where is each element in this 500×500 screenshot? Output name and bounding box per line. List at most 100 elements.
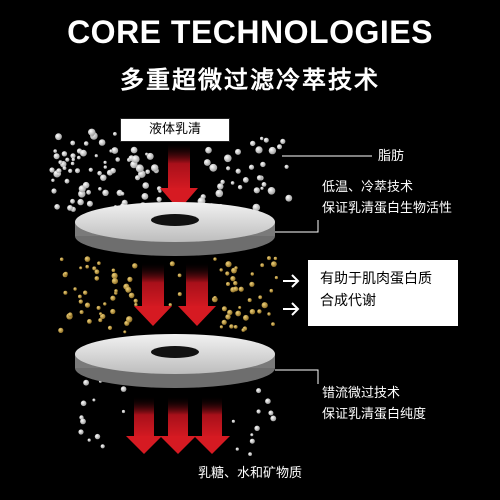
particle bbox=[63, 290, 68, 295]
flow-arrow-3 bbox=[178, 262, 216, 326]
particle bbox=[83, 290, 88, 295]
particle bbox=[261, 302, 268, 309]
particle bbox=[254, 425, 260, 431]
particle bbox=[79, 266, 83, 270]
particle bbox=[78, 299, 83, 304]
particle bbox=[255, 146, 263, 154]
particle bbox=[126, 316, 133, 323]
particle bbox=[221, 319, 227, 325]
flow-arrow-4 bbox=[126, 396, 162, 454]
low-temp-leader-line bbox=[275, 220, 319, 233]
particle bbox=[268, 146, 277, 155]
particle bbox=[83, 141, 89, 146]
particle bbox=[111, 278, 118, 285]
particle bbox=[280, 138, 286, 144]
particle bbox=[87, 319, 92, 324]
particle bbox=[209, 163, 218, 172]
particle bbox=[133, 298, 138, 303]
particle bbox=[135, 164, 144, 173]
particle bbox=[238, 306, 242, 309]
particle bbox=[92, 398, 96, 402]
particle bbox=[156, 196, 162, 202]
particle bbox=[250, 272, 254, 276]
particle bbox=[177, 273, 182, 278]
particle bbox=[217, 183, 224, 190]
particle bbox=[51, 178, 55, 182]
particle bbox=[94, 269, 100, 275]
particle bbox=[256, 409, 261, 414]
particle bbox=[98, 139, 106, 146]
particle bbox=[242, 177, 249, 183]
particle bbox=[115, 157, 120, 162]
particle bbox=[233, 325, 238, 329]
particle bbox=[54, 204, 60, 210]
particle bbox=[215, 189, 224, 198]
particle bbox=[80, 400, 87, 407]
particle bbox=[86, 200, 93, 207]
particle bbox=[270, 415, 277, 422]
page-subtitle: 多重超微过滤冷萃技术 bbox=[120, 66, 380, 94]
flow-arrow-2 bbox=[134, 262, 172, 326]
flow-arrow-5 bbox=[160, 396, 196, 454]
particle bbox=[260, 263, 265, 268]
particle bbox=[64, 178, 70, 184]
input-label: 液体乳清 bbox=[120, 118, 230, 142]
particle bbox=[235, 148, 241, 155]
particle bbox=[98, 318, 103, 323]
particle bbox=[110, 295, 116, 301]
filter-disc-upper bbox=[75, 202, 275, 256]
particle bbox=[120, 191, 125, 196]
particle bbox=[235, 168, 241, 174]
crossflow-description: 保证乳清蛋白纯度 bbox=[322, 407, 427, 422]
particle bbox=[132, 263, 138, 269]
particle bbox=[92, 266, 97, 271]
particle bbox=[99, 312, 103, 316]
particle bbox=[253, 187, 260, 194]
particle bbox=[67, 205, 73, 211]
particle bbox=[110, 167, 116, 174]
particle bbox=[269, 288, 274, 293]
benefit-callout: 有助于肌肉蛋白质 合成代谢 bbox=[308, 260, 458, 326]
particle bbox=[103, 302, 107, 306]
particle bbox=[97, 170, 102, 176]
particle bbox=[82, 181, 90, 189]
particle bbox=[121, 409, 126, 414]
particle bbox=[65, 157, 70, 162]
particle bbox=[273, 256, 278, 261]
particle bbox=[130, 146, 138, 154]
particle bbox=[250, 140, 256, 147]
particle bbox=[55, 133, 62, 141]
particle bbox=[70, 198, 75, 204]
particle bbox=[234, 266, 238, 270]
particle bbox=[120, 386, 127, 392]
particle bbox=[80, 149, 87, 157]
particle bbox=[220, 179, 225, 185]
particle bbox=[249, 309, 256, 315]
particle bbox=[205, 146, 212, 154]
flow-arrow-6 bbox=[194, 396, 230, 454]
particle bbox=[114, 289, 118, 293]
chevron-right-icon bbox=[283, 302, 300, 316]
particle bbox=[230, 276, 236, 282]
particle bbox=[219, 325, 223, 329]
particle bbox=[70, 161, 75, 166]
particle bbox=[78, 294, 82, 299]
particle bbox=[107, 325, 113, 330]
particle bbox=[62, 166, 67, 171]
particle bbox=[177, 292, 182, 297]
particle bbox=[235, 447, 239, 451]
particle bbox=[77, 198, 84, 206]
particle bbox=[227, 309, 233, 316]
low-temp-description: 保证乳清蛋白生物活性 bbox=[322, 201, 453, 216]
particle bbox=[268, 410, 274, 416]
particle bbox=[103, 165, 108, 169]
particle bbox=[252, 203, 261, 212]
particle bbox=[248, 164, 255, 170]
particle bbox=[265, 398, 271, 405]
particle bbox=[111, 272, 118, 279]
output-label: 乳糖、水和矿物质 bbox=[197, 466, 302, 481]
particle bbox=[125, 286, 132, 293]
particle bbox=[257, 309, 262, 314]
particle bbox=[229, 324, 234, 329]
particle bbox=[80, 418, 86, 425]
